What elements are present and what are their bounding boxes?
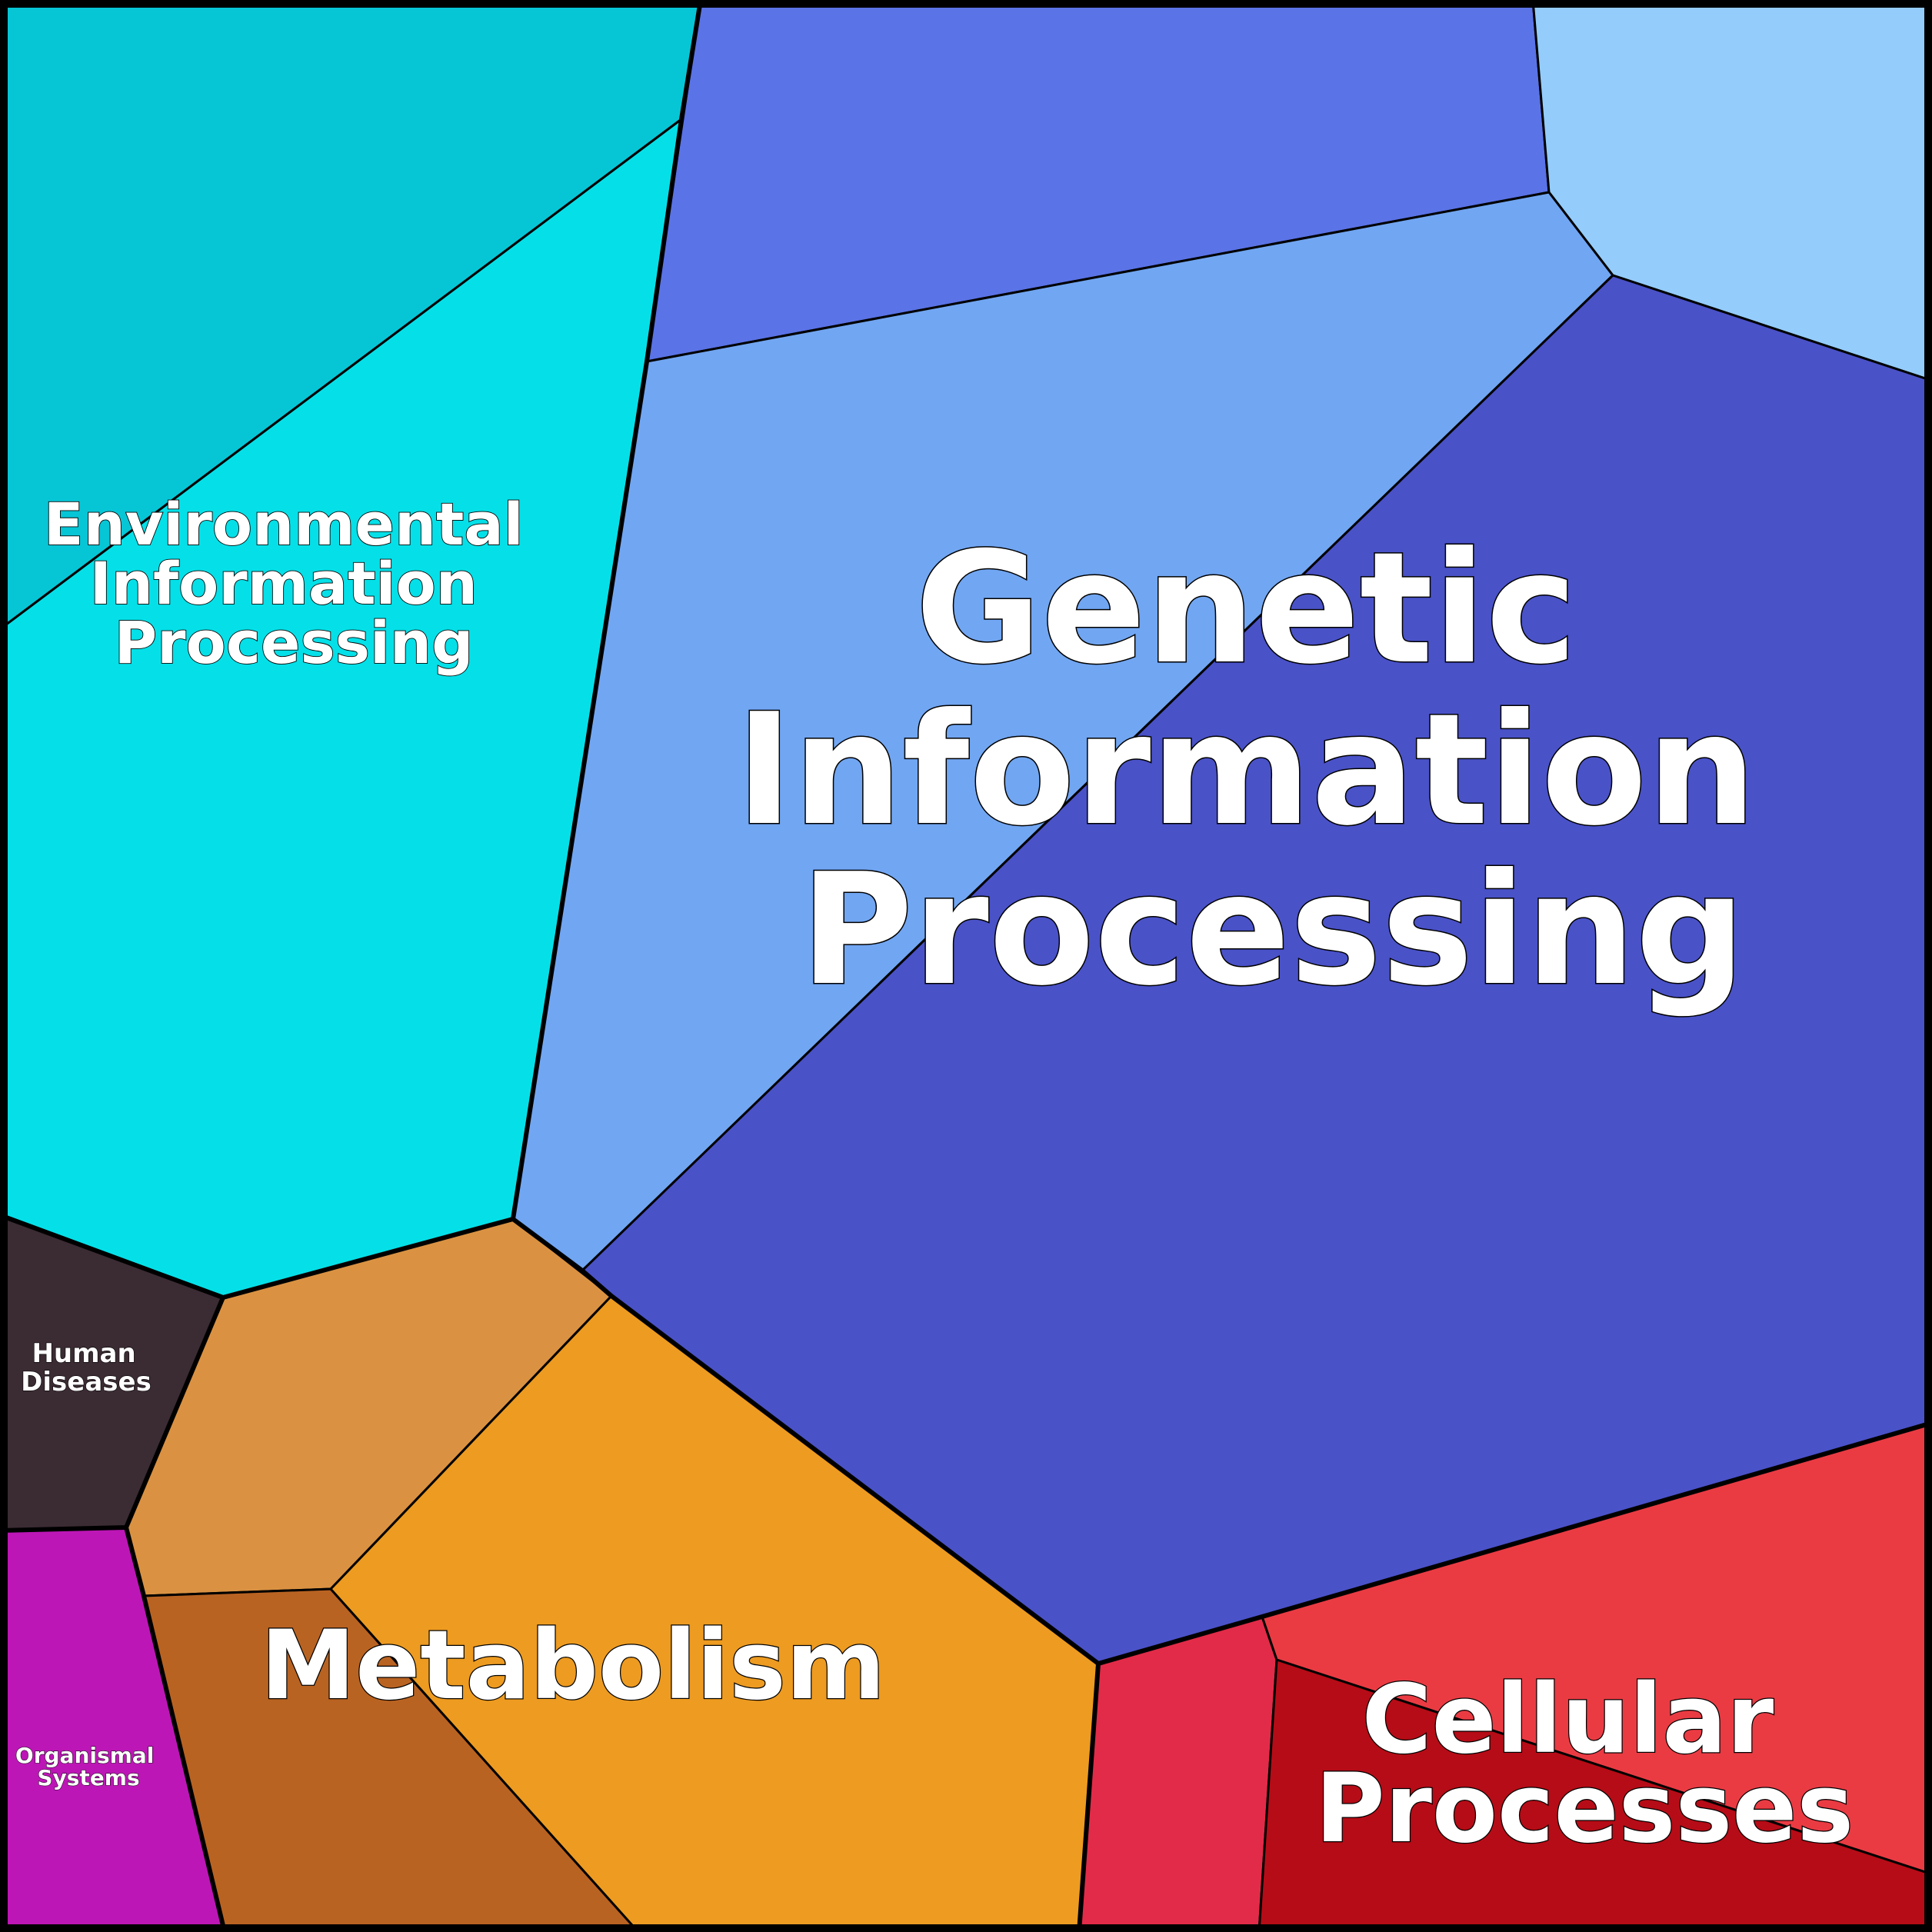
cell-cellular-crimson[interactable] bbox=[1078, 1615, 1278, 1932]
label-human-diseases-line-1: Human bbox=[32, 1338, 135, 1369]
label-environmental-line-1: Environmental bbox=[44, 490, 524, 558]
label-environmental-line-2: Information bbox=[90, 549, 478, 618]
border-genetic-cellular bbox=[1098, 1421, 1932, 1666]
label-human-diseases: Human Diseases bbox=[21, 1338, 152, 1397]
label-genetic-information-processing: Genetic Information Processing bbox=[736, 519, 1810, 1020]
border-organismal-metabolism bbox=[124, 1527, 227, 1932]
label-cellular-line-2: Processes bbox=[1315, 1754, 1854, 1864]
label-cellular-line-1: Cellular bbox=[1362, 1664, 1774, 1775]
label-genetic-line-2: Information bbox=[736, 681, 1757, 860]
label-environmental-line-3: Processing bbox=[114, 608, 473, 677]
border-environmental-genetic bbox=[511, 0, 703, 1220]
label-human-diseases-line-2: Diseases bbox=[21, 1367, 152, 1397]
label-genetic-line-1: Genetic bbox=[915, 519, 1577, 698]
label-metabolism-line-1: Metabolism bbox=[261, 1611, 885, 1721]
group-cellular-processes[interactable] bbox=[1078, 1421, 1932, 1932]
label-metabolism: Metabolism bbox=[261, 1611, 885, 1721]
group-metabolism[interactable] bbox=[125, 1217, 1100, 1932]
label-environmental-information-processing: Environmental Information Processing bbox=[44, 490, 544, 677]
label-organismal-systems-line-1: Organismal bbox=[15, 1743, 154, 1768]
label-genetic-line-3: Processing bbox=[800, 841, 1745, 1020]
label-organismal-systems-line-2: Systems bbox=[37, 1765, 139, 1790]
cell-cellular-dark[interactable] bbox=[1257, 1658, 1932, 1932]
label-organismal-systems: Organismal Systems bbox=[15, 1743, 162, 1790]
border-genetic-metabolism bbox=[511, 1217, 1100, 1666]
group-genetic-information-processing[interactable] bbox=[511, 0, 1932, 1665]
label-cellular-processes: Cellular Processes bbox=[1315, 1664, 1854, 1864]
border-metabolism-cellular bbox=[1077, 1663, 1101, 1932]
